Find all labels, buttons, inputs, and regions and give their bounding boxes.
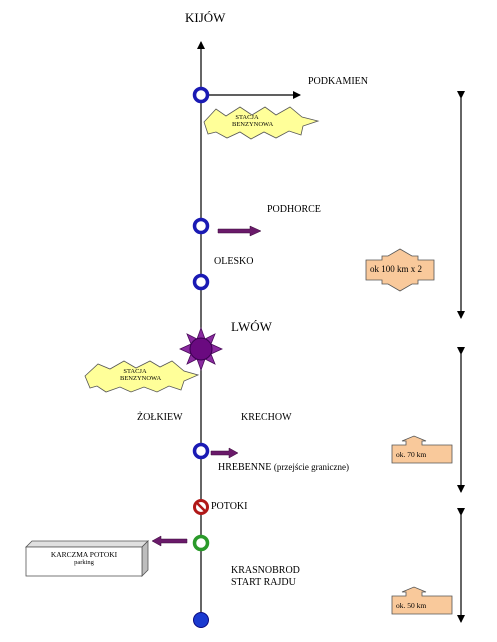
hrebenne-arrow bbox=[210, 447, 239, 459]
label-podhorce: PODHORCE bbox=[267, 204, 321, 215]
karczma-arrow bbox=[151, 535, 188, 547]
olesko-node bbox=[192, 273, 210, 291]
label-hrebenne: HREBENNE (przejście graniczne) bbox=[218, 463, 349, 473]
station-text-north: STACJA BENZYNOWA bbox=[232, 114, 274, 129]
start-node bbox=[193, 612, 209, 628]
distance-upper-text: ok 100 km x 2 bbox=[370, 264, 423, 274]
label-podkamien: PODKAMIEN bbox=[308, 76, 368, 87]
fuel-station-badge-north bbox=[203, 106, 320, 140]
karczma-box bbox=[25, 540, 149, 577]
podkamien-node bbox=[192, 86, 210, 104]
distance-callout-upper bbox=[365, 248, 435, 292]
distance-callout-lower bbox=[391, 586, 453, 615]
label-krasnobrod: KRASNOBROD bbox=[231, 565, 300, 576]
podhorce-arrow bbox=[217, 225, 262, 237]
karczma-name: KARCZMA POTOKI bbox=[50, 550, 118, 559]
station-line1-north: STACJA bbox=[235, 114, 259, 121]
krasnobrod-node bbox=[192, 534, 210, 552]
station-line2-lwow: BENZYNOWA bbox=[120, 375, 162, 383]
podhorce-junction-node bbox=[192, 217, 210, 235]
station-text-lwow: STACJA BENZYNOWA bbox=[120, 368, 162, 383]
label-kijow: KIJÓW bbox=[185, 10, 226, 25]
hrebenne-name: HREBENNE bbox=[218, 462, 272, 473]
station-line1-lwow: STACJA bbox=[123, 368, 147, 375]
label-zolkiew: ŻOŁKIEW bbox=[137, 412, 183, 423]
label-olesko: OLESKO bbox=[214, 256, 254, 267]
hrebenne-node bbox=[192, 442, 210, 460]
label-start: START RAJDU bbox=[231, 577, 296, 588]
station-line2-north: BENZYNOWA bbox=[232, 121, 274, 129]
lwow-city-icon bbox=[179, 326, 223, 372]
label-krechow: KRECHOW bbox=[241, 412, 292, 423]
karczma-sub: parking bbox=[74, 559, 94, 567]
hrebenne-note: (przejście graniczne) bbox=[273, 462, 350, 472]
label-potoki: POTOKI bbox=[211, 501, 248, 512]
distance-callout-middle bbox=[391, 435, 453, 464]
potoki-stop-sign bbox=[193, 499, 209, 515]
fuel-station-badge-lwow bbox=[84, 360, 200, 393]
karczma-text: KARCZMA POTOKI parking bbox=[26, 550, 142, 568]
distance-middle-text: ok. 70 km bbox=[396, 450, 427, 459]
distance-lower-text: ok. 50 km bbox=[396, 601, 427, 610]
label-lwow: LWÓW bbox=[231, 319, 272, 334]
